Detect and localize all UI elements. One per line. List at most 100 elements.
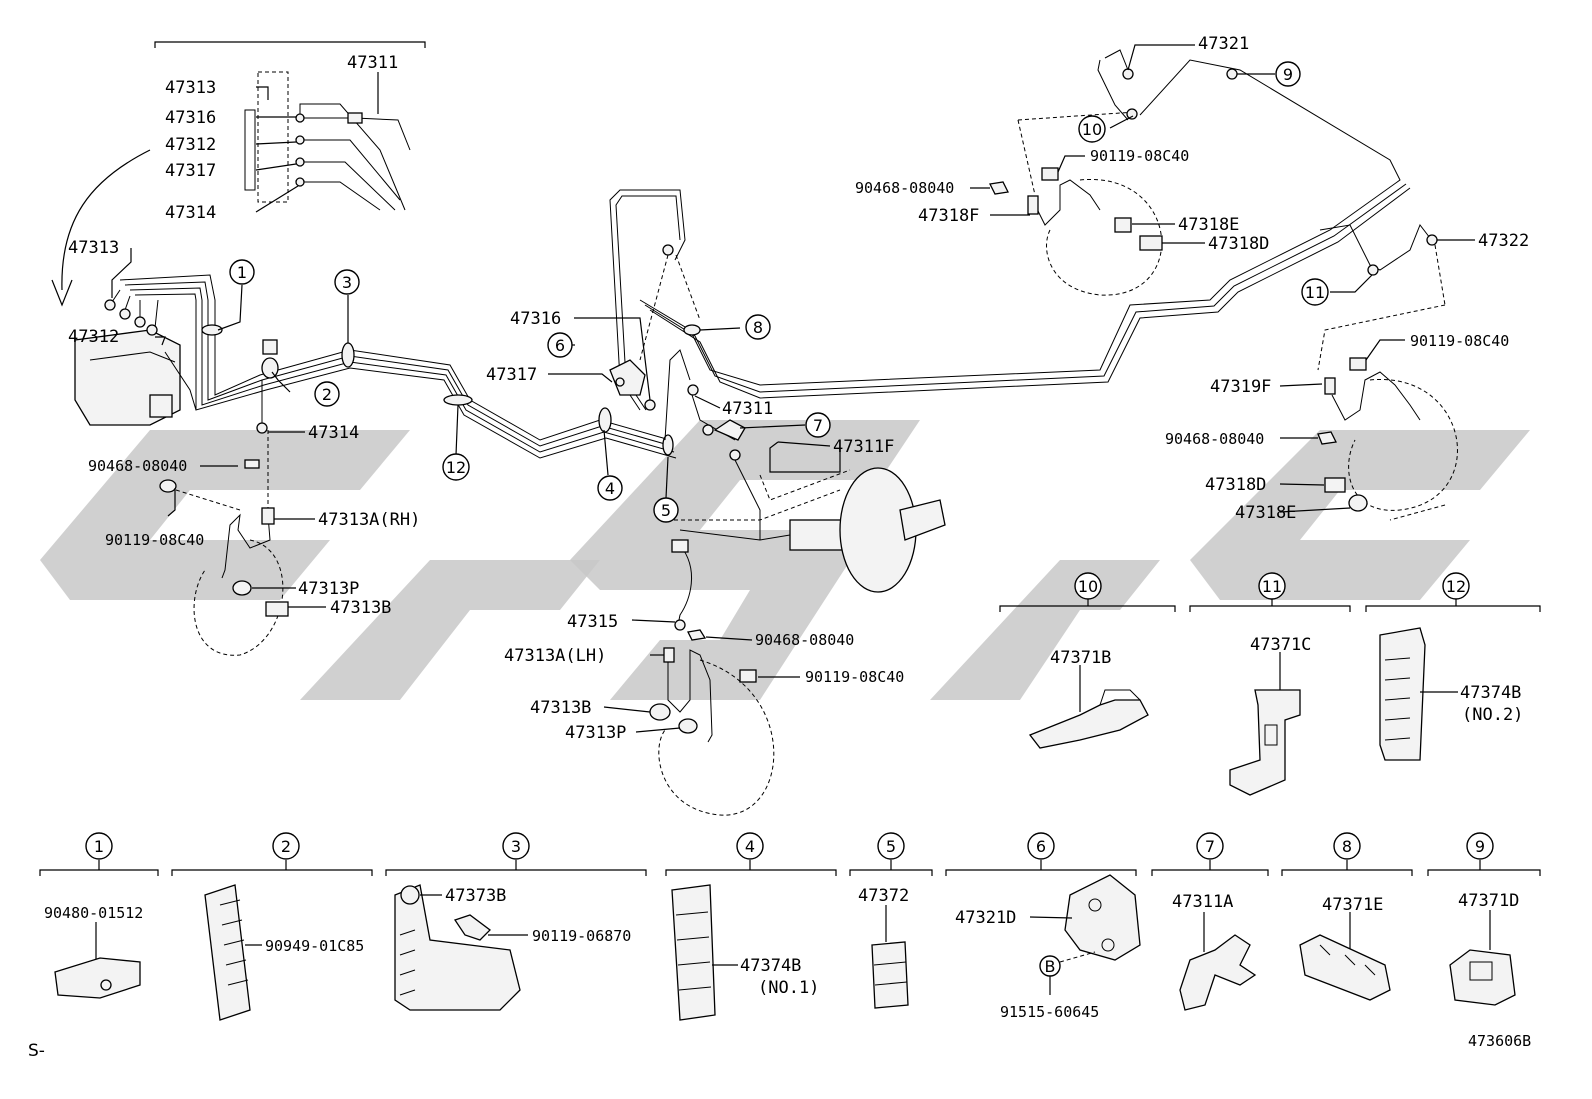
callout-7: 7 xyxy=(805,412,831,438)
label-47315: 47315 xyxy=(567,612,618,632)
label-47371c: 47371C xyxy=(1250,635,1311,655)
key-group-12: 12 xyxy=(1365,572,1541,761)
label-90468-08040-b: 90468-08040 xyxy=(755,631,854,649)
figure-number: 473606B xyxy=(1468,1032,1531,1050)
svg-text:7: 7 xyxy=(813,416,823,435)
label-90480-01512: 90480-01512 xyxy=(44,904,143,922)
label-47318f: 47318F xyxy=(918,206,979,226)
label-47371b: 47371B xyxy=(1050,648,1111,668)
callout-2: 2 xyxy=(314,381,340,407)
leader-lines xyxy=(111,44,1475,733)
label-47313a-lh: 47313A(LH) xyxy=(504,646,606,666)
label-90468-08040-d: 90468-08040 xyxy=(1165,430,1264,448)
key-group-3: 3 xyxy=(385,832,647,1011)
svg-text:8: 8 xyxy=(753,318,763,337)
label-47312: 47312 xyxy=(68,327,119,347)
label-47313a-rh: 47313A(RH) xyxy=(318,510,420,530)
svg-text:B: B xyxy=(1045,957,1056,976)
label-47322: 47322 xyxy=(1478,231,1529,251)
key-group-10: 10 xyxy=(999,572,1176,749)
label-47312-inset: 47312 xyxy=(165,135,216,155)
label-47317: 47317 xyxy=(486,365,537,385)
label-47374b-no2-sub: (NO.2) xyxy=(1462,705,1523,725)
label-47311a: 47311A xyxy=(1172,892,1233,912)
label-90949-01c85: 90949-01C85 xyxy=(265,937,364,955)
key-group-5: 5 xyxy=(849,832,933,1009)
svg-text:1: 1 xyxy=(237,263,247,282)
label-47374b-no2: 47374B xyxy=(1460,683,1521,703)
label-47313p-a: 47313P xyxy=(298,579,359,599)
key-group-9: 9 xyxy=(1427,832,1541,1006)
label-47318d-b: 47318D xyxy=(1205,475,1266,495)
label-90119-08c40-a: 90119-08C40 xyxy=(105,531,204,549)
svg-text:11: 11 xyxy=(1262,577,1282,596)
label-47371e: 47371E xyxy=(1322,895,1383,915)
callout-12: 12 xyxy=(442,453,470,481)
svg-text:6: 6 xyxy=(1036,837,1046,856)
svg-text:3: 3 xyxy=(342,273,352,292)
svg-text:1: 1 xyxy=(94,837,104,856)
label-47313p-b: 47313P xyxy=(565,723,626,743)
label-47313b-a: 47313B xyxy=(330,598,391,618)
label-47316: 47316 xyxy=(510,309,561,329)
svg-text:7: 7 xyxy=(1205,837,1215,856)
svg-text:2: 2 xyxy=(322,385,332,404)
svg-text:10: 10 xyxy=(1078,577,1098,596)
callout-9: 9 xyxy=(1275,61,1301,87)
svg-text:6: 6 xyxy=(555,336,565,355)
label-47314: 47314 xyxy=(308,423,359,443)
svg-text:4: 4 xyxy=(605,479,615,498)
label-47371d: 47371D xyxy=(1458,891,1519,911)
key-group-2: 2 xyxy=(171,832,373,1021)
svg-text:5: 5 xyxy=(886,837,896,856)
label-47372: 47372 xyxy=(858,886,909,906)
inset-detail xyxy=(51,41,426,307)
callout-10: 10 xyxy=(1078,115,1106,143)
label-47374b-no1: 47374B xyxy=(740,956,801,976)
label-47374b-no1-sub: (NO.1) xyxy=(758,978,819,998)
svg-text:3: 3 xyxy=(511,837,521,856)
svg-text:2: 2 xyxy=(281,837,291,856)
svg-text:12: 12 xyxy=(1446,577,1466,596)
label-47311-inset: 47311 xyxy=(347,53,398,73)
label-90119-08c40-c: 90119-08C40 xyxy=(1090,147,1189,165)
svg-text:12: 12 xyxy=(446,458,466,477)
callout-4: 4 xyxy=(597,475,623,501)
svg-text:10: 10 xyxy=(1082,120,1102,139)
label-47321d: 47321D xyxy=(955,908,1016,928)
label-47311: 47311 xyxy=(722,399,773,419)
label-90119-06870: 90119-06870 xyxy=(532,927,631,945)
label-47319f: 47319F xyxy=(1210,377,1271,397)
main-brake-lines xyxy=(74,59,1411,631)
rear-hose-upper xyxy=(989,49,1238,296)
svg-text:9: 9 xyxy=(1283,65,1293,84)
page-code: S- xyxy=(28,1041,45,1061)
lh-front-hose xyxy=(649,629,775,816)
label-90468-08040-a: 90468-08040 xyxy=(88,457,187,475)
label-47317-inset: 47317 xyxy=(165,161,216,181)
label-90119-08c40-b: 90119-08C40 xyxy=(805,668,904,686)
svg-text:11: 11 xyxy=(1305,283,1325,302)
callout-8: 8 xyxy=(745,314,771,340)
callout-5: 5 xyxy=(653,497,679,523)
callout-6: 6 xyxy=(547,332,573,358)
key-group-6: 6 B xyxy=(945,832,1141,995)
key-group-7: 7 xyxy=(1151,832,1269,1011)
svg-text:8: 8 xyxy=(1342,837,1352,856)
label-47373b: 47373B xyxy=(445,886,506,906)
label-90119-08c40-d: 90119-08C40 xyxy=(1410,332,1509,350)
label-47316-inset: 47316 xyxy=(165,108,216,128)
watermark-logo xyxy=(40,420,1530,700)
key-group-4: 4 xyxy=(665,832,837,1021)
svg-text:4: 4 xyxy=(745,837,755,856)
label-90468-08040-c: 90468-08040 xyxy=(855,179,954,197)
label-47313b-b: 47313B xyxy=(530,698,591,718)
key-group-11: 11 xyxy=(1189,572,1351,796)
rh-front-hose xyxy=(159,430,289,656)
callout-3: 3 xyxy=(334,269,360,295)
label-47313-inset: 47313 xyxy=(165,78,216,98)
key-group-1: 1 xyxy=(39,832,159,999)
svg-text:9: 9 xyxy=(1475,837,1485,856)
label-47311f: 47311F xyxy=(833,437,894,457)
